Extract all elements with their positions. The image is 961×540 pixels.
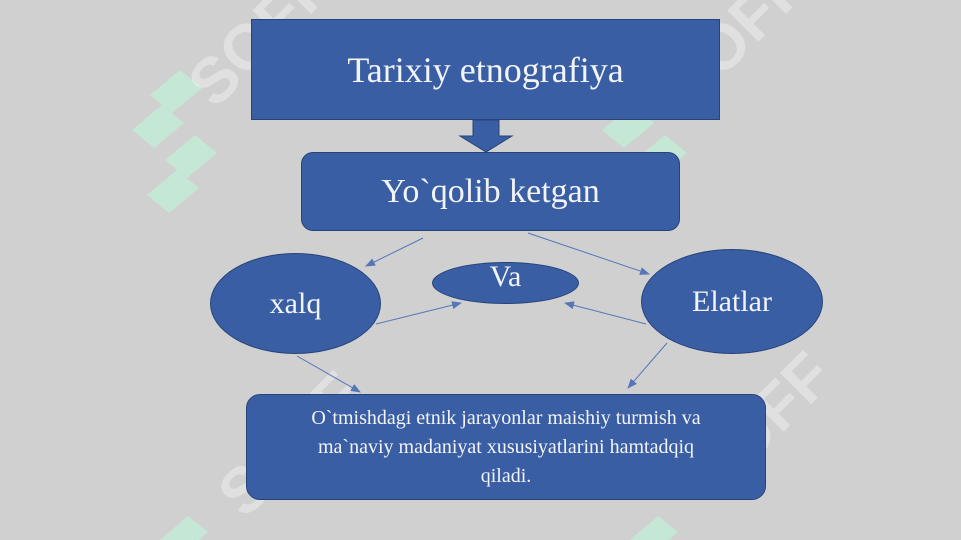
watermark-logo-left xyxy=(132,70,217,213)
node-left-label: xalq xyxy=(269,286,322,320)
edge-second-to-xalq xyxy=(365,237,424,267)
watermark-logo-bottom-left xyxy=(160,516,208,540)
edge-second-to-elatlar xyxy=(527,232,650,275)
node-bottom-line: ma`naviy madaniyat xususiyatlarini hamta… xyxy=(317,435,694,458)
block-arrow-down xyxy=(458,119,514,153)
node-bottom-text: O`tmishdagi etnik jarayonlar maishiy tur… xyxy=(311,404,700,491)
watermark-logo-bottom-right xyxy=(630,516,678,540)
node-right-ellipse: Elatlar xyxy=(641,249,823,354)
edge-elatlar-to-va xyxy=(564,301,647,325)
node-top: Tarixiy etnografiya xyxy=(251,19,720,120)
node-bottom-line: O`tmishdagi etnik jarayonlar maishiy tur… xyxy=(311,406,701,429)
node-bottom: O`tmishdagi etnik jarayonlar maishiy tur… xyxy=(246,394,766,500)
node-middle-label: Va xyxy=(489,260,522,293)
edge-elatlar-to-bottom xyxy=(627,342,668,389)
node-second: Yo`qolib ketgan xyxy=(301,152,680,231)
node-bottom-line: qiladi. xyxy=(480,464,532,487)
node-right-label: Elatlar xyxy=(692,284,772,318)
node-second-label: Yo`qolib ketgan xyxy=(381,172,600,210)
edge-xalq-to-va xyxy=(375,301,462,325)
node-middle-ellipse: Va xyxy=(432,260,579,304)
node-left-ellipse: xalq xyxy=(210,253,381,354)
node-top-label: Tarixiy etnografiya xyxy=(347,49,624,90)
edge-xalq-to-bottom xyxy=(296,355,361,393)
